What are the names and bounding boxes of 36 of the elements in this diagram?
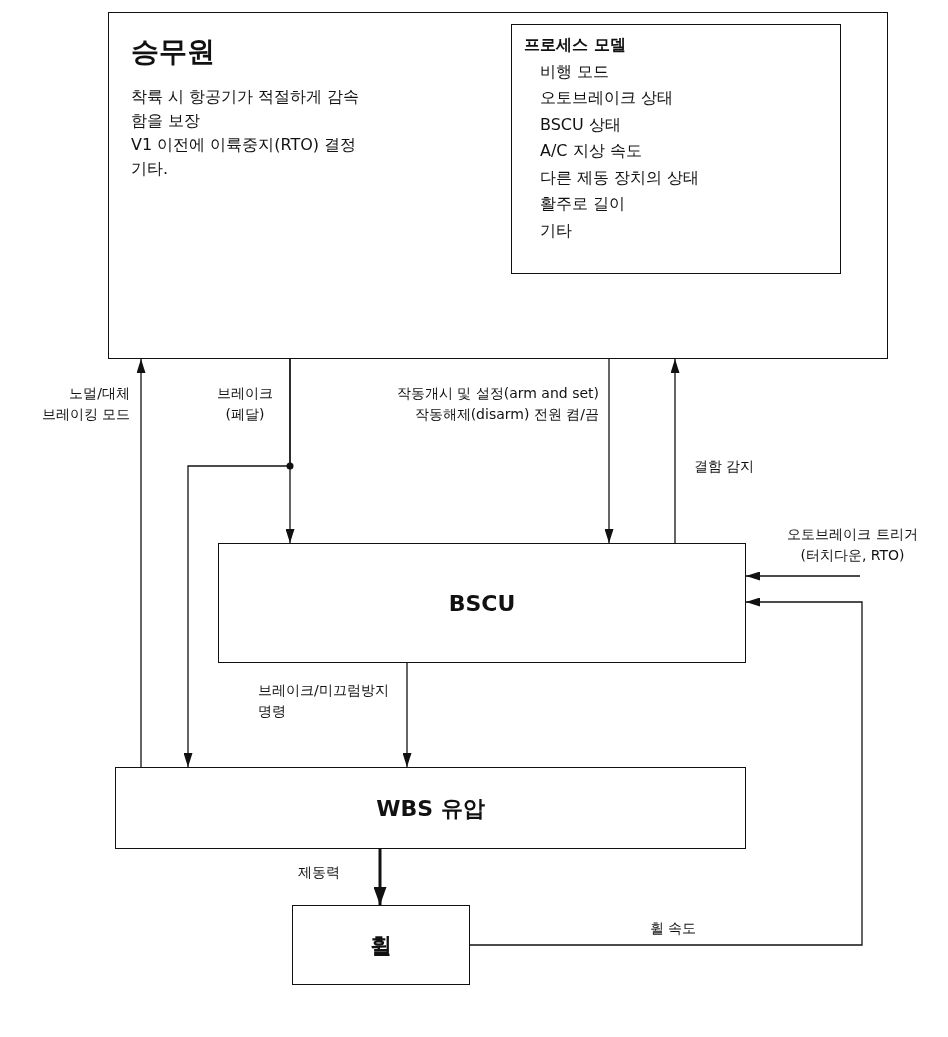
responsibility-text: 착륙 시 항공기가 적절하게 감속 함을 보장 xyxy=(131,86,361,132)
list-item: 다른 제동 장치의 상태 xyxy=(540,166,700,189)
arrow xyxy=(136,358,146,768)
edge-label: 브레이크/미끄럼방지 명령 xyxy=(258,681,390,721)
responsibility-text: 기타. xyxy=(131,158,169,180)
list-item: 오토브레이크 상태 xyxy=(540,87,674,109)
edge-label: 제동력 xyxy=(298,863,341,882)
controller-box xyxy=(218,543,746,663)
responsibility-text: V1 이전에 이륙중지(RTO) 결정 xyxy=(131,134,357,156)
process-box xyxy=(292,905,470,985)
arrow xyxy=(469,597,863,946)
edge-label: 브레이크 (페달) xyxy=(216,384,274,424)
arrow xyxy=(604,358,614,544)
arrow xyxy=(402,662,412,768)
list-item: 기타 xyxy=(540,219,572,242)
list-item: A/C 지상 속도 xyxy=(540,140,642,162)
arrow xyxy=(183,358,294,768)
arrow xyxy=(745,571,861,581)
box-heading: 프로세스 모델 xyxy=(524,34,626,56)
arrow xyxy=(373,849,387,905)
list-item: 비행 모드 xyxy=(540,60,610,83)
actor-box xyxy=(108,12,888,359)
actuator-box xyxy=(115,767,746,849)
list-item: 활주로 길이 xyxy=(540,193,626,215)
edge-label: 노멀/대체 브레이킹 모드 xyxy=(40,384,130,424)
box-label: BSCU xyxy=(448,589,516,618)
arrow xyxy=(670,358,680,544)
process-model-box xyxy=(511,24,841,274)
edge-label: 결함 감지 xyxy=(694,457,756,476)
box-label: 휠 xyxy=(370,931,392,960)
box-heading: 승무원 xyxy=(131,34,215,70)
edge-label: 작동개시 및 설정(arm and set) 작동해제(disarm) 전원 켬/끔 xyxy=(395,384,599,424)
edge-label: 오토브레이크 트리거 (터치다운, RTO) xyxy=(786,525,919,565)
box-label: WBS 유압 xyxy=(376,794,485,823)
list-item: BSCU 상태 xyxy=(540,113,621,136)
edge-label: 휠 속도 xyxy=(650,919,698,938)
